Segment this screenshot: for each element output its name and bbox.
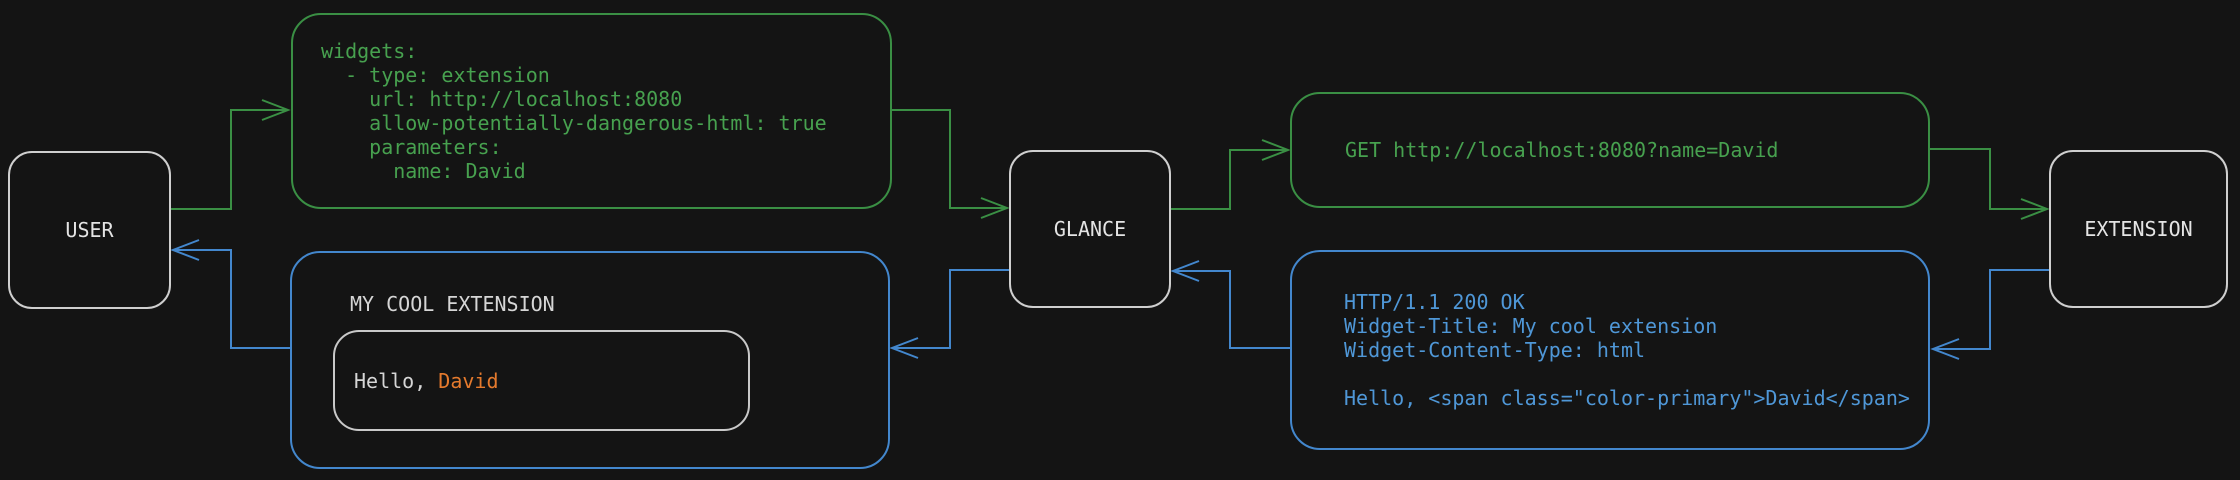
arrow-response-to-glance-head: [1170, 260, 1200, 282]
arrow-request-to-extension-line: [1930, 148, 2045, 210]
arrow-user-to-config-line: [171, 109, 286, 210]
http-response-box: HTTP/1.1 200 OK Widget-Title: My cool ex…: [1290, 250, 1930, 450]
config-yaml-box: widgets: - type: extension url: http://l…: [291, 13, 892, 209]
config-line: - type: extension: [321, 63, 550, 87]
config-line: allow-potentially-dangerous-html: true: [321, 111, 827, 135]
widget-title: MY COOL EXTENSION: [350, 292, 555, 316]
arrow-config-to-glance-head: [980, 197, 1010, 219]
response-line: HTTP/1.1 200 OK: [1344, 290, 1525, 314]
node-glance: GLANCE: [1009, 150, 1171, 308]
arrow-extension-to-response-head: [1930, 338, 1960, 360]
greeting-prefix: Hello,: [354, 368, 439, 393]
arrow-extension-to-response-line: [1935, 269, 2049, 350]
response-line: Hello, <span class="color-primary">David…: [1344, 386, 1910, 410]
node-glance-label: GLANCE: [1053, 217, 1127, 241]
arrow-glance-to-widget-line: [894, 269, 1009, 349]
config-line: parameters:: [321, 135, 502, 159]
response-line: Widget-Title: My cool extension: [1344, 314, 1718, 338]
http-request-box: GET http://localhost:8080?name=David: [1290, 92, 1930, 208]
widget-preview-box: MY COOL EXTENSION Hello, David: [290, 251, 890, 469]
node-user: USER: [8, 151, 171, 309]
greeting-name: David: [438, 368, 499, 393]
node-extension: EXTENSION: [2049, 150, 2228, 308]
arrow-glance-to-request-line: [1171, 149, 1286, 210]
arrow-response-to-glance-line: [1175, 270, 1290, 349]
arrow-glance-to-request-head: [1261, 139, 1291, 161]
response-line: Widget-Content-Type: html: [1344, 338, 1646, 362]
widget-greeting-box: Hello, David: [333, 330, 750, 431]
node-extension-label: EXTENSION: [2084, 217, 2193, 241]
response-line: [1344, 362, 1928, 386]
node-user-label: USER: [65, 218, 114, 242]
config-line: widgets:: [321, 39, 418, 63]
arrow-glance-to-widget-head: [889, 337, 919, 359]
arrow-config-to-glance-line: [892, 109, 1005, 209]
arrow-user-to-config-head: [261, 99, 291, 121]
arrow-widget-to-user-head: [170, 239, 200, 261]
config-line: name: David: [321, 159, 526, 183]
request-line: GET http://localhost:8080?name=David: [1345, 138, 1779, 162]
config-line: url: http://localhost:8080: [321, 87, 683, 111]
arrow-request-to-extension-head: [2020, 198, 2050, 220]
arrow-widget-to-user-line: [175, 249, 290, 349]
